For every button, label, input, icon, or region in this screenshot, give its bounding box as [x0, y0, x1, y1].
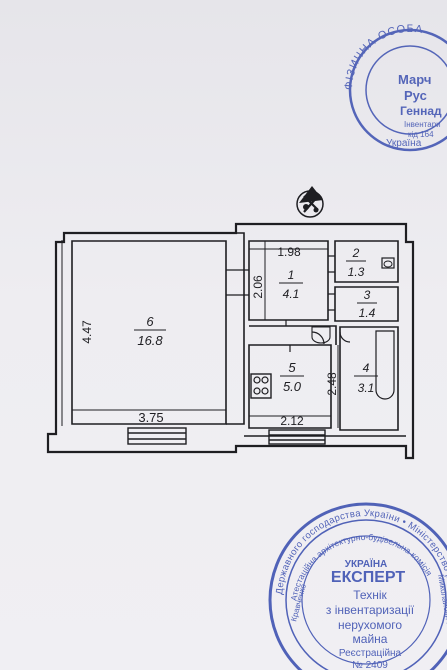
- room-2-area: 1.3: [348, 265, 365, 279]
- dim-hall-width: 1.98: [277, 245, 301, 259]
- stamp-bottom-line4: майна: [353, 632, 388, 646]
- room-1-area: 4.1: [283, 287, 300, 301]
- room-2: 2 1.3: [346, 246, 366, 279]
- stamp-bottom-line2: з інвентаризації: [326, 603, 415, 617]
- room-2-number: 2: [352, 246, 360, 260]
- room-4: 4 3.1: [354, 361, 378, 395]
- stamp-top-line5: кід 164: [408, 130, 434, 139]
- room-3-area: 1.4: [359, 306, 376, 320]
- room-1-number: 1: [288, 268, 295, 282]
- room-5: 5 5.0: [280, 360, 304, 394]
- dim-kitchen-height: 2.48: [325, 372, 339, 396]
- sink-icon: [311, 326, 331, 344]
- room-3-number: 3: [364, 288, 371, 302]
- room-6-number: 6: [146, 314, 154, 329]
- room-1: 1 4.1: [279, 268, 303, 301]
- stamp-top-line4: Інвентари: [404, 120, 441, 129]
- room-3: 3 1.4: [357, 288, 377, 320]
- dim-kitchen-width: 2.12: [280, 414, 304, 428]
- room-4-number: 4: [363, 361, 370, 375]
- dim-main-width: 3.75: [138, 410, 163, 425]
- door-openings: [226, 255, 351, 352]
- room-4-area: 3.1: [358, 381, 375, 395]
- window-kitchen: [268, 429, 326, 445]
- dimension-ticks: [61, 240, 339, 428]
- plan-walls: [46, 222, 415, 460]
- stamp-bottom-title: ЕКСПЕРТ: [331, 569, 405, 586]
- window-main: [127, 427, 187, 445]
- room-5-number: 5: [288, 360, 296, 375]
- stamp-top-line1: Марч: [398, 72, 431, 87]
- stamp-bottom-line1: Технік: [353, 588, 387, 602]
- stamp-bottom-line5: Реєстраційна: [339, 648, 402, 659]
- room-6-area: 16.8: [137, 333, 163, 348]
- stove-icon: [250, 373, 272, 399]
- stamp-top-line2: Рус: [404, 88, 427, 103]
- stamp-bottom-line6: № 2409: [352, 660, 388, 670]
- north-arrow-icon: [296, 186, 324, 218]
- stamp-top-right: ФІЗИЧНА ОСОБА Україна Марч Рус Геннад Ін…: [343, 23, 447, 152]
- bathtub-icon: [375, 330, 395, 400]
- toilet-icon: [381, 257, 395, 269]
- room-6: 6 16.8: [134, 314, 166, 348]
- stamp-bottom-side-right: Миколайович: [436, 574, 447, 625]
- stamp-top-ring-bottom: Україна: [386, 138, 422, 149]
- stamp-top-line3: Геннад: [400, 104, 442, 118]
- dim-main-height: 4.47: [80, 320, 94, 344]
- stamp-bottom-ring: Державного господарства України • Мініст…: [0, 0, 447, 598]
- dim-hall-height: 2.06: [251, 275, 265, 299]
- room-5-area: 5.0: [283, 379, 302, 394]
- stamp-bottom-country: УКРАЇНА: [345, 557, 388, 570]
- stamp-bottom-line3: нерухомого: [338, 618, 402, 632]
